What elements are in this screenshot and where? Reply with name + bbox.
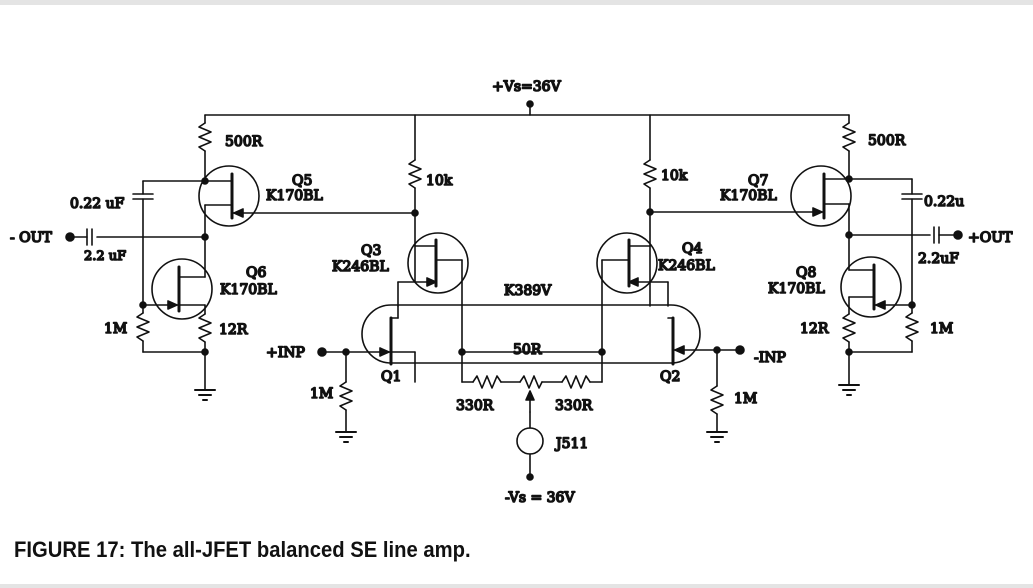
resistor-1m-right [905,312,919,342]
label-1m-inp-left: 1M [310,386,333,402]
label-500r-left: 500R [225,134,263,150]
label-q6-name: Q6 [246,265,266,281]
label-330r-left: 330R [456,398,494,414]
resistor-12r-right [842,313,856,343]
resistor-10k-right [643,159,657,189]
label-c22-right: 2.2uF [918,251,959,267]
label-1m-right: 1M [930,321,953,337]
label-out-pos: +OUT [968,230,1013,246]
inp-neg-terminal[interactable] [735,345,745,355]
k389v-package [361,304,701,364]
label-q4-name: Q4 [682,241,702,257]
label-10k-left: 10k [426,173,453,189]
label-k389v: K389V [504,283,552,299]
label-c022-right: 0.22u [924,194,964,210]
label-500r-right: 500R [868,133,906,149]
pot-center [519,375,543,389]
resistor-1m-inp-left [339,381,353,411]
label-q4-part: K246BL [658,258,715,274]
label-out-neg: - OUT [10,230,52,246]
label-10k-right: 10k [661,168,688,184]
label-q7-name: Q7 [748,173,768,189]
label-q7-part: K170BL [720,188,777,204]
label-vs-pos: +Vs=36V [492,79,562,95]
vs-pos-node [526,100,534,108]
label-12r-left: 12R [219,322,248,338]
label-q5-name: Q5 [292,173,312,189]
label-12r-right: 12R [800,321,829,337]
figure-caption: FIGURE 17: The all-JFET balanced SE line… [14,537,471,562]
out-neg-terminal[interactable] [65,232,75,242]
resistor-12r-left [198,313,212,343]
q8-jfet [840,256,902,318]
label-50r: 50R [513,342,542,358]
resistor-500r-left [198,122,212,152]
inp-pos-terminal[interactable] [317,347,327,357]
resistor-330r-right [561,375,591,389]
label-q5-part: K170BL [266,188,323,204]
label-q8-name: Q8 [796,265,816,281]
label-q2: Q2 [660,369,680,385]
resistor-500r-right [842,122,856,152]
q7-jfet [790,165,852,227]
label-q6-part: K170BL [220,282,277,298]
label-inp-neg: -INP [754,350,786,366]
resistor-1m-inp-right [710,385,724,415]
resistor-330r-left [472,375,502,389]
label-q1: Q1 [381,369,401,385]
q3-jfet [407,232,469,294]
vs-neg-node [526,473,534,481]
resistor-1m-left [136,312,150,342]
out-pos-terminal[interactable] [953,230,963,240]
label-c22-left: 2.2 uF [84,249,126,264]
q5-jfet [198,165,260,227]
q4-jfet [596,232,658,294]
schematic: +Vs=36V 500R 500R 0.22 uF 0.22u - OUT +O… [9,78,1014,507]
top-rule [0,0,1033,5]
j511-current-source [516,427,544,455]
label-j511: J511 [554,436,588,452]
label-q3-part: K246BL [332,259,389,275]
q6-jfet [151,258,213,320]
label-q3-name: Q3 [361,243,381,259]
bottom-rule [0,584,1033,588]
label-330r-right: 330R [555,398,593,414]
label-c022-left: 0.22 uF [70,196,125,212]
label-inp-pos: +INP [266,345,305,361]
label-1m-left: 1M [104,321,127,337]
label-q8-part: K170BL [768,281,825,297]
label-vs-neg: -Vs = 36V [505,490,575,506]
resistor-10k-left [408,159,422,189]
label-1m-inp-right: 1M [734,391,757,407]
